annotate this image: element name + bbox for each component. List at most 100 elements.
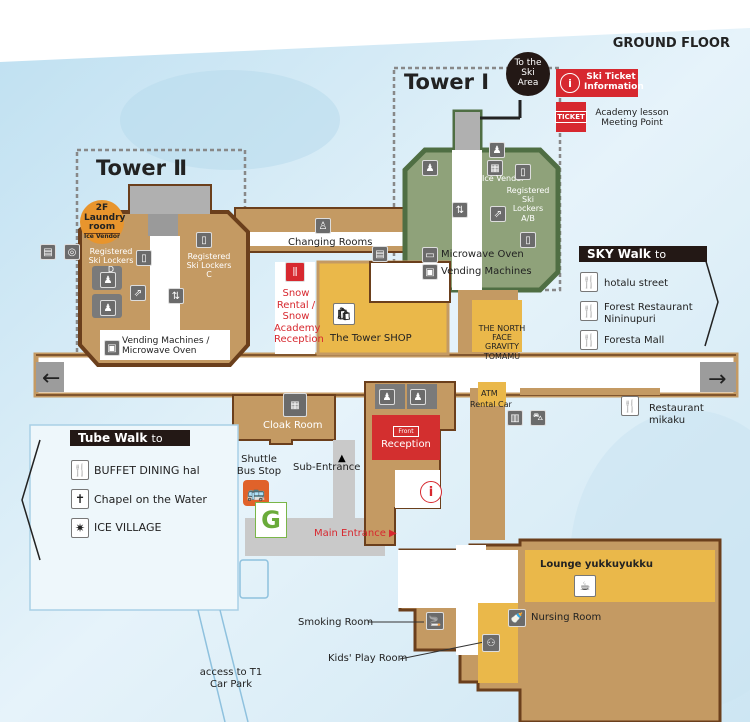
ice-icon: ▦	[487, 160, 503, 176]
restroom-icon: ♟	[489, 142, 505, 158]
elevator-icon: ⇅	[452, 202, 468, 218]
lounge-label: Lounge yukkuyukku	[540, 559, 654, 570]
nursing-room-label: Nursing Room	[531, 612, 602, 623]
lounge-area	[525, 550, 715, 602]
g-parking-sign: G	[255, 502, 287, 538]
sky-walk-item[interactable]: hotalu street	[604, 278, 669, 289]
restaurant-icon: 🍴	[71, 460, 89, 480]
vending-icon: ▣	[422, 264, 438, 280]
tube-walk-item[interactable]: ICE VILLAGE	[94, 521, 162, 534]
rental-car-label: Rental Car	[470, 400, 512, 409]
restroom-icon: ♟	[410, 389, 426, 405]
laundry-badge[interactable]: 2F Laundry room Ice Vendor	[80, 200, 126, 244]
north-face-area	[472, 300, 522, 352]
academy-meeting-point: Academy lesson Meeting Point	[595, 108, 669, 129]
snow-rental-label: Snow Rental / Snow Academy Reception	[274, 288, 324, 345]
kids-icon: ⚇	[482, 634, 500, 652]
reception-desk[interactable]: Front Reception	[372, 415, 440, 460]
ticket-icon-text: TICKET	[555, 111, 587, 123]
changing-room-icon: ♙	[315, 218, 331, 234]
microwave-label: Microwave Oven	[441, 249, 524, 260]
sky-walk-title: SKY Walk	[587, 247, 651, 261]
rental-car-icon: ⛍	[530, 410, 546, 426]
west-exit	[36, 362, 64, 392]
north-face-label: THE NORTH FACE GRAVITY TOMAMU	[478, 324, 526, 361]
sub-entrance-label: Sub-Entrance	[293, 462, 361, 473]
floor-title: GROUND FLOOR	[612, 36, 730, 51]
restaurant-icon: 🍴	[580, 330, 598, 350]
cloak-room-label: Cloak Room	[263, 420, 323, 431]
sky-walk-to: to	[655, 248, 667, 261]
tube-walk-panel	[29, 424, 239, 611]
ski-rental-icon: ⫼	[285, 262, 305, 282]
atm-icon: ▥	[507, 410, 523, 426]
car-park-label: access to T1 Car Park	[199, 667, 263, 690]
laundry-label: 2F Laundry room	[84, 203, 126, 233]
restroom-icon: ♟	[100, 272, 116, 288]
atm-label: ATM	[481, 389, 498, 398]
tube-walk-header: Tube Walk to	[70, 430, 190, 446]
baby-bottle-icon: 🍼	[508, 609, 526, 627]
main-entrance-label[interactable]: Main Entrance ▶	[314, 528, 397, 539]
escalator-icon: ⇗	[490, 206, 506, 222]
elevator-icon: ⇅	[168, 288, 184, 304]
bus-icon: 🚌	[243, 480, 269, 506]
svg-text:←: ←	[42, 366, 60, 391]
shopping-bag-icon: 🛍	[333, 303, 355, 325]
restroom-icon: ♟	[379, 389, 395, 405]
svg-text:→: →	[708, 367, 726, 392]
tube-walk-item[interactable]: Chapel on the Water	[94, 493, 207, 506]
lockers-c-label: Registered Ski Lockers C	[186, 252, 232, 280]
east-exit	[700, 362, 736, 392]
restaurant-icon: 🍴	[580, 301, 598, 321]
locker-icon: ▯	[515, 164, 531, 180]
coffee-cup-icon: ☕	[574, 575, 596, 597]
microwave-icon: ▭	[422, 247, 438, 263]
car-illustration	[239, 559, 269, 599]
lockers-d-label: Registered Ski Lockers D	[88, 247, 134, 275]
ticket-icon: TICKET	[555, 102, 587, 132]
cloak-room-area	[232, 394, 336, 445]
ski-ticket-label: Ski Ticket Information	[584, 72, 644, 92]
sky-walk-item[interactable]: Forest Restaurant Nininupuri	[604, 302, 693, 325]
ice-vendor-label: Ice Vendor	[84, 232, 120, 240]
changing-rooms-label: Changing Rooms	[288, 237, 373, 248]
tube-walk-title: Tube Walk	[78, 431, 148, 445]
smoking-room-label: Smoking Room	[298, 617, 374, 628]
info-icon: i	[560, 73, 580, 93]
restaurant-mikaku-label[interactable]: Restaurant mikaku	[649, 403, 704, 426]
sky-walk-item[interactable]: Foresta Mall	[604, 335, 665, 346]
tower1-vending-label: Vending Machines	[441, 266, 532, 277]
lockers-ab-label: Registered Ski Lockers A/B	[506, 186, 550, 223]
locker-icon: ▯	[136, 250, 152, 266]
ice-vender-label: Ice Vender	[482, 174, 525, 183]
front-icon: Front	[393, 425, 419, 437]
vending-icon: ▣	[104, 340, 120, 356]
tower2-vending-label: Vending Machines / Microwave Oven	[122, 336, 210, 357]
chapel-icon: ✝	[71, 489, 89, 509]
ski-area-badge[interactable]: To the Ski Area	[506, 52, 550, 96]
washing-machine-icon: ◎	[64, 244, 80, 260]
reception-area	[372, 415, 440, 460]
restaurant-icon: 🍴	[621, 396, 639, 416]
reception-label: Reception	[381, 438, 431, 450]
ice-icon: ✷	[71, 518, 89, 538]
vending-machine-icon: ▤	[40, 244, 56, 260]
tube-walk-item[interactable]: BUFFET DINING hal	[94, 464, 200, 477]
shuttle-bus-label: Shuttle Bus Stop	[236, 454, 282, 477]
ski-ticket-info[interactable]: i Ski Ticket Information	[556, 69, 644, 97]
luggage-icon: ▦	[283, 393, 307, 417]
tower2-title: Tower Ⅱ	[96, 156, 188, 180]
tube-walk-to: to	[151, 432, 163, 445]
kids-play-room-label: Kids' Play Room	[328, 653, 408, 664]
restaurant-icon: 🍴	[580, 272, 598, 292]
restroom-icon: ♟	[422, 160, 438, 176]
sky-walk-header: SKY Walk to	[579, 246, 707, 262]
locker-icon: ▯	[520, 232, 536, 248]
locker-icon: ▯	[196, 232, 212, 248]
info-icon: i	[420, 481, 442, 503]
tower1-title: Tower I	[404, 70, 490, 94]
coin-locker-icon: ▤	[372, 246, 388, 262]
escalator-icon: ⇗	[130, 285, 146, 301]
